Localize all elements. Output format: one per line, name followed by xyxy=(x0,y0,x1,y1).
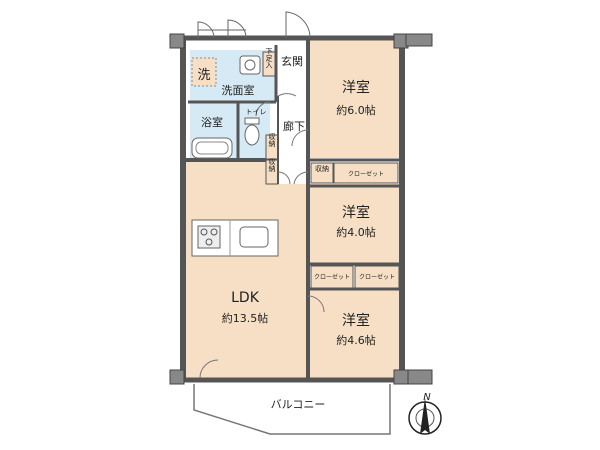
storage-2-label: 収納 xyxy=(268,158,276,173)
western-room-c-size: 約4.6帖 xyxy=(336,333,376,347)
ldk-size: 約13.5帖 xyxy=(222,311,269,325)
western-room-b-floor xyxy=(310,184,400,264)
genkan-floor xyxy=(276,45,310,96)
labels: 洋室 約6.0帖 洋室 約4.0帖 洋室 約4.6帖 LDK 約13.5帖 玄関… xyxy=(197,48,395,412)
shoe-storage-label: 下足入 xyxy=(265,48,273,69)
balcony xyxy=(193,384,391,435)
washing-pan xyxy=(191,57,217,87)
fixtures xyxy=(191,55,279,257)
western-room-c-floor xyxy=(310,290,400,378)
storage-1-label: 収納 xyxy=(268,133,276,148)
wall-corners xyxy=(169,33,433,385)
bathtub-icon xyxy=(191,137,233,159)
closet-1-label: クローゼット xyxy=(348,170,384,178)
western-room-b-name: 洋室 xyxy=(342,204,370,221)
corridor-label: 廊下 xyxy=(283,119,305,133)
western-room-c-name: 洋室 xyxy=(342,312,370,329)
genkan-label: 玄関 xyxy=(281,54,303,68)
storage-3-label: 収納 xyxy=(315,164,329,173)
storage-3 xyxy=(310,162,334,184)
sink-icon xyxy=(239,226,269,248)
corridor-floor xyxy=(278,96,310,184)
closet-2-label: クローゼット xyxy=(314,273,350,281)
bathroom-label: 浴室 xyxy=(201,115,223,129)
walls xyxy=(176,35,430,383)
western-room-b-size: 約4.0帖 xyxy=(336,225,376,239)
washer-label: 洗 xyxy=(197,68,210,83)
western-room-a-size: 約6.0帖 xyxy=(336,103,376,117)
compass: N xyxy=(408,392,442,435)
stove-icon xyxy=(197,225,221,249)
closet-1 xyxy=(333,162,399,184)
western-room-a-name: 洋室 xyxy=(342,79,370,96)
washbasin-icon xyxy=(239,55,261,75)
ldk-floor xyxy=(183,160,308,378)
door-swings xyxy=(199,93,325,379)
washroom-label: 洗面室 xyxy=(222,83,255,97)
western-room-a-floor xyxy=(310,40,400,158)
toilet-label: トイレ xyxy=(246,108,267,116)
ldk-name: LDK xyxy=(231,290,260,306)
north-arrow-icon xyxy=(420,398,430,434)
toilet-icon xyxy=(244,124,260,146)
entry-doors xyxy=(197,11,311,39)
balcony-label: バルコニー xyxy=(271,398,326,411)
closet-3-label: クローゼット xyxy=(359,273,395,281)
compass-north-label: N xyxy=(423,392,431,403)
